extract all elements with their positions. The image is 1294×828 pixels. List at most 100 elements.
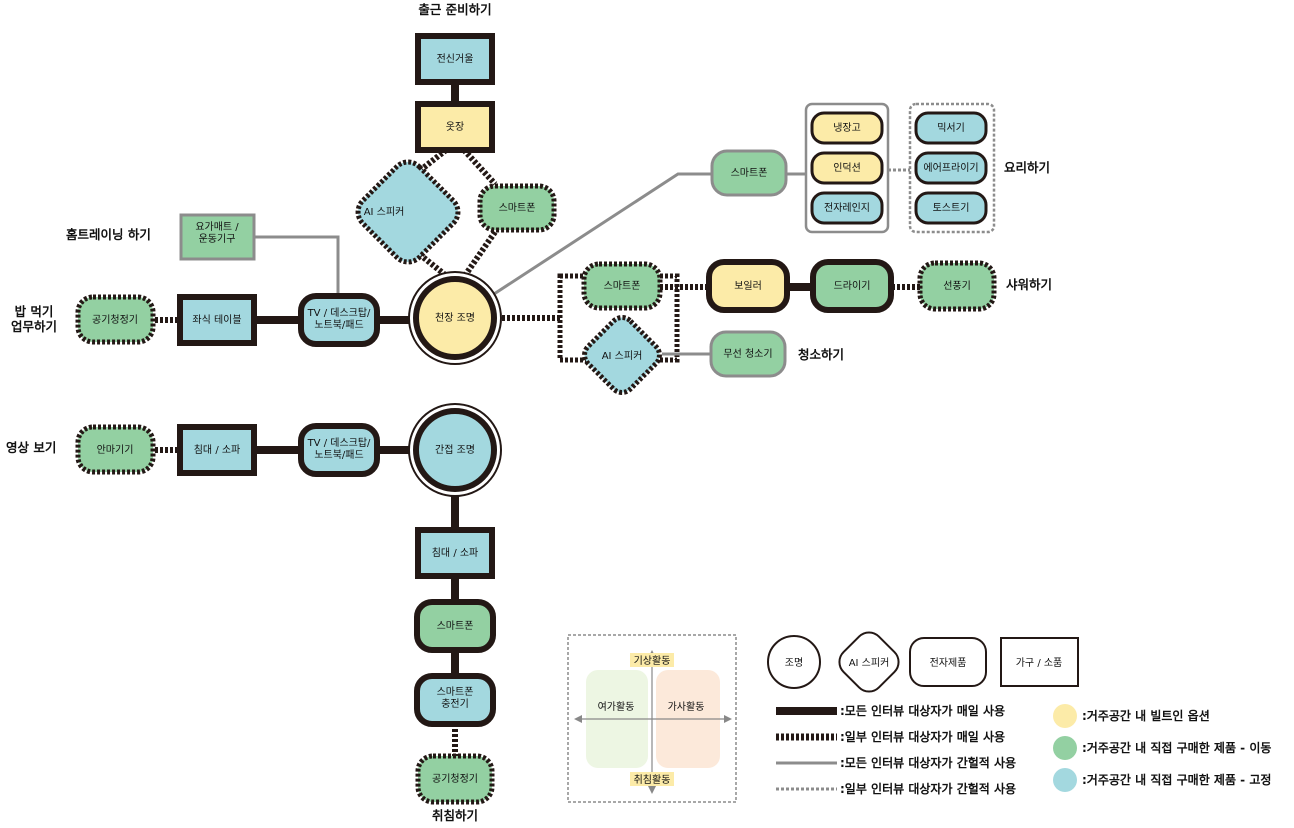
node-label: 전자레인지 [824, 202, 870, 214]
node-label: AI 스피커 [364, 206, 405, 218]
node-floor-table: 좌식 테이블 [177, 294, 257, 346]
node-label: 전신거울 [437, 53, 474, 65]
quadrant-legend: 기상활동 취침활동 여가활동 가사활동 [567, 634, 737, 803]
node-label: 에어프라이기 [923, 162, 978, 174]
activity-cleaning: 청소하기 [798, 347, 844, 362]
node-label: AI 스피커 [602, 350, 643, 362]
node-smartphone-bottom: 스마트폰 [414, 599, 496, 653]
quadrant-top-label: 기상활동 [634, 654, 671, 667]
node-label: 선풍기 [943, 280, 971, 292]
node-label: 보일러 [734, 280, 762, 292]
node-label: TV / 데스크탑/노트북/패드 [307, 437, 371, 461]
node-label: 공기청정기 [432, 773, 478, 785]
node-cordless-vacuum: 무선 청소기 [709, 330, 787, 378]
node-label: 침대 / 소파 [194, 444, 241, 456]
node-induction: 인덕션 [810, 151, 884, 185]
node-label: 천장 조명 [435, 312, 475, 324]
node-wardrobe: 옷장 [415, 101, 495, 153]
legend-mobile-label: :거주공간 내 직접 구매한 제품 - 이동 [1082, 740, 1271, 755]
node-tv-desktop-1: TV / 데스크탑/노트북/패드 [298, 293, 380, 347]
quadrant-left-label: 여가활동 [598, 700, 635, 713]
node-smartphone-kitchen: 스마트폰 [710, 149, 788, 197]
legend-swatch-mobile [1053, 736, 1077, 760]
node-microwave: 전자레인지 [810, 191, 884, 225]
node-label: TV / 데스크탑/노트북/패드 [307, 307, 371, 331]
node-fridge: 냉장고 [810, 111, 884, 145]
legend-all-occasional-label: :모든 인터뷰 대상자가 간헐적 사용 [840, 755, 1016, 770]
legend-electronics: 전자제품 [909, 637, 987, 687]
cluster-box [557, 273, 680, 363]
node-smartphone-mid: 스마트폰 [581, 261, 663, 311]
quadrant-bottom-label: 취침활동 [634, 773, 671, 786]
node-ai-speaker-mid: AI 스피커 [582, 315, 662, 395]
node-label: 드라이기 [834, 280, 871, 292]
edge-phone-light [463, 230, 498, 276]
node-ai-speaker-top: AI 스피커 [355, 159, 461, 265]
node-air-purifier-left: 공기청정기 [75, 294, 156, 345]
node-yoga-mat: 요가매트 /운동기구 [179, 213, 256, 261]
node-fan: 선풍기 [917, 260, 997, 312]
activity-sleep: 취침하기 [432, 808, 478, 823]
node-label: 스마트폰 [731, 167, 768, 179]
legend-all-daily-label: :모든 인터뷰 대상자가 매일 사용 [840, 703, 1005, 718]
node-label: 스마트폰 [437, 620, 474, 632]
legend-swatch-fixed [1053, 768, 1077, 792]
activity-shower: 샤워하기 [1006, 277, 1052, 292]
legend-lighting: 조명 [767, 635, 821, 689]
node-label: 무선 청소기 [723, 348, 772, 360]
legend-some-daily-label: :일부 인터뷰 대상자가 매일 사용 [840, 729, 1005, 744]
node-airfryer: 에어프라이기 [914, 151, 988, 185]
node-air-purifier-bottom: 공기청정기 [415, 753, 495, 805]
line-legend: :모든 인터뷰 대상자가 매일 사용 :일부 인터뷰 대상자가 매일 사용 :모… [776, 703, 1016, 796]
node-bed-sofa-1: 침대 / 소파 [177, 424, 257, 476]
color-legend: :거주공간 내 빌트인 옵션 :거주공간 내 직접 구매한 제품 - 이동 :거… [1053, 704, 1271, 792]
activity-commute-prep: 출근 준비하기 [418, 2, 491, 17]
node-smartphone-top: 스마트폰 [477, 183, 557, 233]
builtin-group-box [804, 102, 890, 234]
node-label: 스마트폰 [604, 280, 641, 292]
legend-ai-speaker: AI 스피커 [838, 631, 900, 693]
node-label: 좌식 테이블 [192, 314, 241, 326]
legend-furniture-label: 가구 / 소품 [1016, 657, 1063, 669]
legend-ai-label: AI 스피커 [849, 657, 890, 669]
node-label: 인덕션 [833, 162, 861, 174]
node-label: 침대 / 소파 [432, 547, 479, 559]
node-toaster: 토스트기 [914, 191, 988, 225]
node-label: 간접 조명 [435, 444, 475, 456]
node-label: 토스트기 [933, 202, 970, 214]
node-label: 냉장고 [833, 122, 861, 134]
edge-light-kitchen-phone [493, 172, 712, 296]
legend-builtin-label: :거주공간 내 빌트인 옵션 [1082, 708, 1210, 723]
node-hairdryer: 드라이기 [810, 259, 894, 313]
legend-electronics-label: 전자제품 [930, 657, 967, 669]
legend-lighting-label: 조명 [785, 657, 803, 669]
node-label: 공기청정기 [92, 314, 138, 326]
activity-home-training: 홈트레이닝 하기 [66, 227, 151, 242]
node-label: 요가매트 /운동기구 [195, 221, 239, 245]
legend-fixed-label: :거주공간 내 직접 구매한 제품 - 고정 [1082, 772, 1271, 787]
node-tv-desktop-2: TV / 데스크탑/노트북/패드 [298, 423, 380, 477]
node-massager: 안마기기 [75, 424, 156, 475]
shape-legend: 조명 AI 스피커 전자제품 가구 / 소품 [767, 631, 1079, 693]
node-mixer: 믹서기 [914, 111, 988, 145]
node-full-mirror: 전신거울 [415, 33, 495, 85]
node-ceiling-light: 천장 조명 [408, 271, 502, 365]
legend-furniture: 가구 / 소품 [1000, 637, 1079, 687]
purchased-group-box [908, 102, 996, 234]
legend-swatch-builtin [1053, 704, 1077, 728]
node-boiler: 보일러 [706, 259, 790, 313]
node-label: 안마기기 [97, 444, 134, 456]
node-bed-sofa-2: 침대 / 소파 [415, 527, 495, 579]
node-indirect-light: 간접 조명 [408, 403, 502, 497]
node-label: 믹서기 [937, 122, 965, 134]
activity-cooking: 요리하기 [1004, 160, 1050, 175]
edge-yoga-tv1 [254, 235, 340, 296]
edge-wardrobe-phone [461, 147, 498, 187]
activity-watch-video: 영상 보기 [6, 440, 56, 455]
legend-some-occasional-label: :일부 인터뷰 대상자가 간헐적 사용 [840, 781, 1016, 796]
quadrant-right-label: 가사활동 [668, 700, 705, 713]
